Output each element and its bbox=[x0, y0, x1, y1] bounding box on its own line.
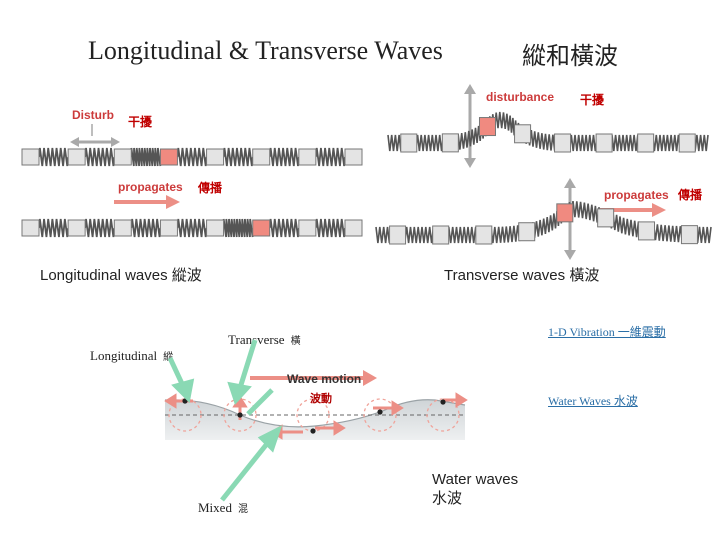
spring-coil bbox=[268, 218, 300, 238]
spring-coil bbox=[130, 147, 162, 167]
vibration-link[interactable]: 1-D Vibration 一維震動 bbox=[548, 325, 666, 339]
spring-block bbox=[344, 148, 363, 166]
spring-block bbox=[680, 225, 698, 245]
spring-coil bbox=[176, 218, 208, 238]
spring-block bbox=[638, 221, 656, 241]
spring-block bbox=[400, 133, 418, 153]
spring-block bbox=[206, 219, 225, 237]
spring-block bbox=[441, 133, 459, 153]
spring-coil bbox=[268, 147, 300, 167]
spring-block bbox=[678, 133, 696, 153]
spring-block bbox=[21, 148, 40, 166]
water-surface bbox=[164, 399, 466, 428]
spring-coil bbox=[84, 147, 116, 167]
mixed-pointer-arrow bbox=[220, 438, 272, 502]
longitudinal-spring-bottom bbox=[21, 218, 363, 238]
spring-coil bbox=[314, 218, 346, 238]
disturbance-label: disturbance bbox=[486, 90, 555, 104]
propagates-cn-label-longitudinal: 傳播 bbox=[198, 181, 223, 195]
propagates-label-transverse: propagates bbox=[604, 188, 669, 202]
spring-block bbox=[113, 219, 132, 237]
spring-coil bbox=[387, 111, 709, 152]
spring-coil bbox=[130, 218, 162, 238]
spring-block bbox=[597, 208, 615, 228]
wave-motion-arrow-head bbox=[363, 370, 377, 386]
water-waves-link[interactable]: Water Waves 水波 bbox=[548, 394, 638, 408]
longitudinal-caption: Longitudinal waves 縱波 bbox=[40, 267, 202, 284]
spring-coil bbox=[314, 147, 346, 167]
spring-block bbox=[206, 148, 225, 166]
spring-block bbox=[252, 219, 271, 237]
disturb-label: Disturb bbox=[72, 108, 114, 122]
wave-motion-cn-label: 波動 bbox=[310, 392, 332, 405]
spring-block bbox=[298, 148, 317, 166]
green-pointer-arrows bbox=[167, 339, 283, 502]
spring-coil bbox=[222, 218, 254, 238]
spring-coil bbox=[84, 218, 116, 238]
spring-block bbox=[298, 219, 317, 237]
propagates-cn-label-transverse: 傳播 bbox=[678, 188, 703, 202]
spring-block bbox=[478, 117, 496, 137]
spring-coil bbox=[176, 147, 208, 167]
disturbance-vertical-arrow-icon bbox=[464, 84, 476, 168]
spring-coil bbox=[375, 201, 712, 244]
spring-block bbox=[67, 219, 86, 237]
propagates-label-longitudinal: propagates bbox=[118, 180, 183, 194]
spring-coil bbox=[222, 147, 254, 167]
spring-block bbox=[21, 219, 40, 237]
spring-block bbox=[595, 133, 613, 153]
propagates-arrow-icon-longitudinal bbox=[114, 195, 180, 209]
wave-motion-label: Wave motion bbox=[287, 372, 362, 386]
spring-block bbox=[252, 148, 271, 166]
spring-coil bbox=[38, 218, 70, 238]
spring-block bbox=[159, 148, 178, 166]
transverse-caption: Transverse waves 橫波 bbox=[444, 267, 600, 284]
transverse-spring-bottom bbox=[375, 201, 712, 245]
spring-block bbox=[159, 219, 178, 237]
spring-block bbox=[556, 203, 574, 223]
page-title: Longitudinal & Transverse Waves bbox=[88, 36, 443, 65]
spring-block bbox=[554, 133, 572, 153]
spring-block bbox=[475, 225, 493, 245]
disturbance-cn-label: 干擾 bbox=[580, 93, 605, 107]
spring-block bbox=[518, 222, 536, 242]
longitudinal-spring-top bbox=[21, 147, 363, 167]
spring-block bbox=[637, 133, 655, 153]
disturb-cn-label: 干擾 bbox=[128, 115, 153, 129]
water-waves-caption: Water waves 水波 bbox=[432, 471, 519, 507]
spring-block bbox=[432, 225, 450, 245]
spring-block bbox=[389, 225, 407, 245]
disturb-double-arrow-icon bbox=[70, 124, 120, 147]
mixed-pointer-arrow-top bbox=[246, 388, 274, 416]
transverse-spring-top bbox=[387, 111, 709, 153]
spring-block bbox=[67, 148, 86, 166]
spring-block bbox=[113, 148, 132, 166]
water-wave-diagram bbox=[164, 370, 468, 440]
spring-coil bbox=[38, 147, 70, 167]
page-title-cn: 縱和橫波 bbox=[522, 42, 618, 70]
water-body bbox=[165, 399, 465, 440]
spring-block bbox=[514, 124, 532, 144]
spring-block bbox=[344, 219, 363, 237]
transverse-pointer-arrow bbox=[237, 339, 258, 389]
